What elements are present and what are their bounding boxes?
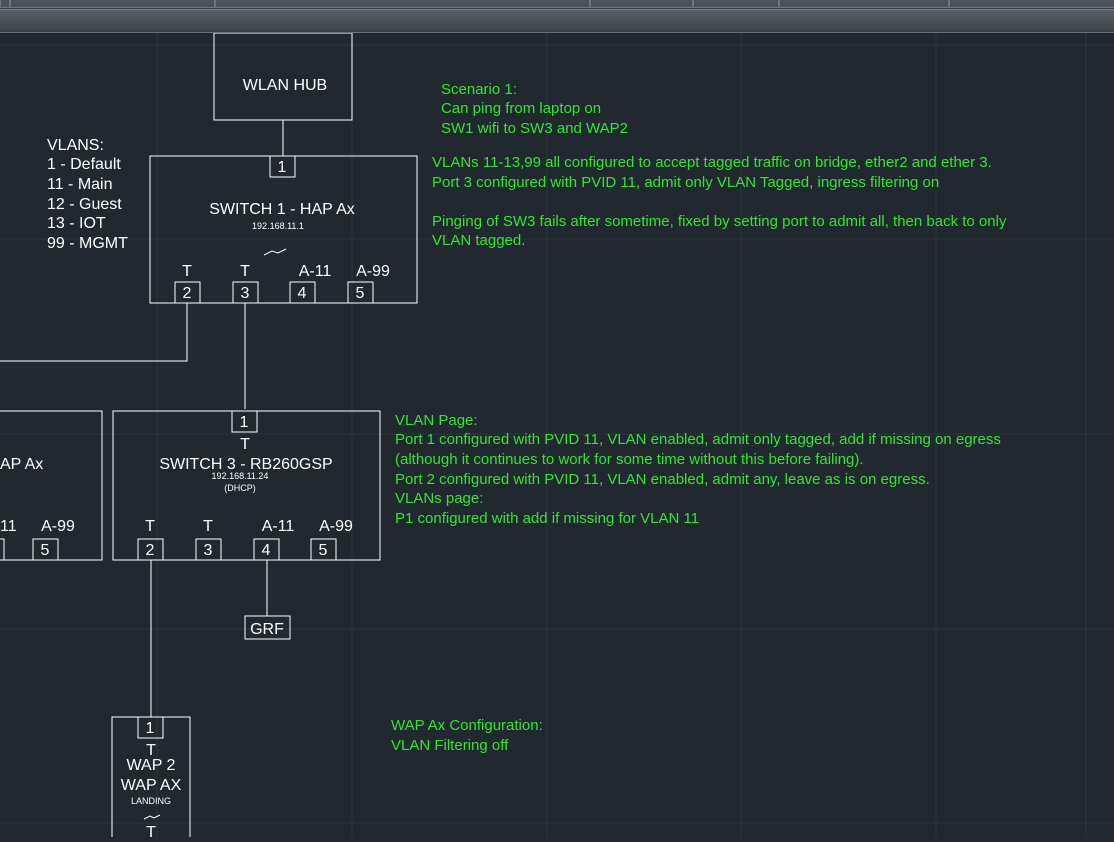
grf-label: GRF bbox=[250, 621, 284, 638]
switch3-port-num: 2 bbox=[146, 542, 155, 559]
switch3-port-num: 3 bbox=[204, 542, 213, 559]
note-line: (although it continues to work for some … bbox=[395, 451, 864, 468]
wlan-hub-label: WLAN HUB bbox=[243, 77, 327, 94]
note-line: VLAN Filtering off bbox=[391, 737, 509, 754]
switch1-port-mode: T bbox=[240, 263, 250, 280]
toolbar-tab[interactable] bbox=[693, 0, 779, 8]
switch1-port-mode: A-11 bbox=[299, 263, 332, 280]
wap2-box: 1 T WAP 2 WAP AX LANDING T bbox=[111, 716, 191, 842]
ribbon-panel bbox=[0, 9, 1114, 30]
toolbar-tab[interactable] bbox=[215, 0, 590, 8]
wap2-port-top-mode: T bbox=[146, 742, 156, 759]
note-line: Port 1 configured with PVID 11, VLAN ena… bbox=[395, 431, 1001, 448]
switch1-note: VLANs 11-13,99 all configured to accept … bbox=[432, 154, 1007, 249]
switch1-port-mode: A-99 bbox=[356, 263, 390, 280]
switch1-ip: 192.168.11.1 bbox=[252, 221, 304, 231]
switch3-port-top: 1 bbox=[240, 414, 249, 431]
switch3-port-top-mode: T bbox=[240, 436, 250, 453]
left-device-port-mode: A-99 bbox=[41, 518, 75, 535]
grf-box: GRF bbox=[244, 615, 291, 640]
switch1-port-top: 1 bbox=[278, 159, 287, 176]
switch1-port-num: 5 bbox=[356, 285, 365, 302]
left-device-port-mode: 11 bbox=[0, 518, 17, 535]
switch3-dhcp: (DHCP) bbox=[224, 483, 256, 493]
note-line: VLANs page: bbox=[395, 490, 483, 507]
note-line: VLAN tagged. bbox=[432, 232, 525, 249]
left-device-title: AP Ax bbox=[0, 456, 43, 473]
toolbar-tab[interactable] bbox=[590, 0, 693, 8]
switch3-port-mode: A-11 bbox=[262, 518, 295, 535]
switch1-title: SWITCH 1 - HAP Ax bbox=[209, 201, 355, 218]
wap2-location: LANDING bbox=[131, 796, 171, 806]
note-line: WAP Ax Configuration: bbox=[391, 717, 543, 734]
note-line: SW1 wifi to SW3 and WAP2 bbox=[441, 120, 628, 137]
toolbar-tab[interactable] bbox=[779, 0, 949, 8]
switch3-port-mode: T bbox=[145, 518, 155, 535]
wifi-icon bbox=[263, 248, 287, 256]
wap2-bottom-mode: T bbox=[146, 824, 156, 837]
wap2-port-top: 1 bbox=[146, 720, 155, 737]
note-line: Port 2 configured with PVID 11, VLAN ena… bbox=[395, 471, 930, 488]
wifi-icon bbox=[143, 814, 161, 820]
switch3-ip: 192.168.11.24 bbox=[212, 471, 269, 481]
wap-note: WAP Ax Configuration: VLAN Filtering off bbox=[391, 717, 543, 754]
vlan-legend: VLANS: 1 - Default 11 - Main 12 - Guest … bbox=[47, 137, 128, 252]
note-line: Pinging of SW3 fails after sometime, fix… bbox=[432, 213, 1007, 230]
switch1-port-num: 4 bbox=[298, 285, 307, 302]
note-line: Can ping from laptop on bbox=[441, 100, 601, 117]
legend-item: 1 - Default bbox=[47, 156, 121, 173]
grid bbox=[0, 33, 1114, 837]
switch1-box: 1 SWITCH 1 - HAP Ax 192.168.11.1 T T A-1… bbox=[149, 155, 418, 304]
left-device-box: AP Ax 11 A-99 5 bbox=[0, 410, 103, 561]
legend-item: 11 - Main bbox=[47, 176, 113, 193]
note-line: Port 3 configured with PVID 11, admit on… bbox=[432, 174, 939, 191]
network-diagram: WLAN HUB VLANS: 1 - Default 11 - Main 12… bbox=[0, 32, 1114, 842]
switch1-port-num: 3 bbox=[241, 285, 250, 302]
switch3-box: 1 T SWITCH 3 - RB260GSP 192.168.11.24 (D… bbox=[112, 410, 381, 561]
switch3-port-mode: A-99 bbox=[319, 518, 353, 535]
legend-heading: VLANS: bbox=[47, 137, 104, 154]
toolbar-tab[interactable] bbox=[10, 0, 215, 8]
note-line: P1 configured with add if missing for VL… bbox=[395, 510, 699, 527]
connection-lines bbox=[0, 120, 284, 717]
drawing-canvas[interactable]: WLAN HUB VLANS: 1 - Default 11 - Main 12… bbox=[0, 32, 1114, 842]
switch3-note: VLAN Page: Port 1 configured with PVID 1… bbox=[395, 412, 1001, 527]
legend-item: 12 - Guest bbox=[47, 196, 122, 213]
wlan-hub-box: WLAN HUB bbox=[213, 32, 353, 121]
scenario-note: Scenario 1: Can ping from laptop on SW1 … bbox=[441, 81, 628, 137]
switch1-port-num: 2 bbox=[183, 285, 192, 302]
toolbar-tab[interactable] bbox=[949, 0, 1114, 8]
toolbar-strip bbox=[0, 0, 1114, 33]
wap2-title1: WAP 2 bbox=[127, 757, 176, 774]
note-line: Scenario 1: bbox=[441, 81, 517, 98]
note-line: VLAN Page: bbox=[395, 412, 478, 429]
switch3-port-num: 4 bbox=[262, 542, 271, 559]
toolbar-tab[interactable] bbox=[0, 0, 10, 8]
left-device-port-num: 5 bbox=[41, 542, 50, 559]
legend-item: 13 - IOT bbox=[47, 215, 106, 232]
wap2-title2: WAP AX bbox=[121, 777, 182, 794]
switch3-port-mode: T bbox=[203, 518, 213, 535]
switch3-port-num: 5 bbox=[319, 542, 328, 559]
legend-item: 99 - MGMT bbox=[47, 235, 128, 252]
switch3-title: SWITCH 3 - RB260GSP bbox=[159, 456, 332, 473]
switch1-port-mode: T bbox=[182, 263, 192, 280]
note-line: VLANs 11-13,99 all configured to accept … bbox=[432, 154, 992, 171]
